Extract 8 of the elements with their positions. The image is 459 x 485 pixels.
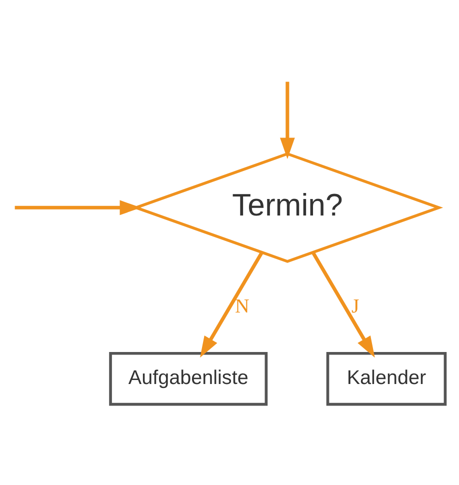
edge-label: N xyxy=(234,296,250,318)
edge-label: J xyxy=(351,296,360,318)
node-box: Kalender xyxy=(326,352,447,406)
arrow xyxy=(311,252,375,358)
node-box: Aufgabenliste xyxy=(109,352,268,406)
arrow xyxy=(200,252,264,358)
arrow xyxy=(14,200,142,216)
arrow xyxy=(280,82,295,159)
